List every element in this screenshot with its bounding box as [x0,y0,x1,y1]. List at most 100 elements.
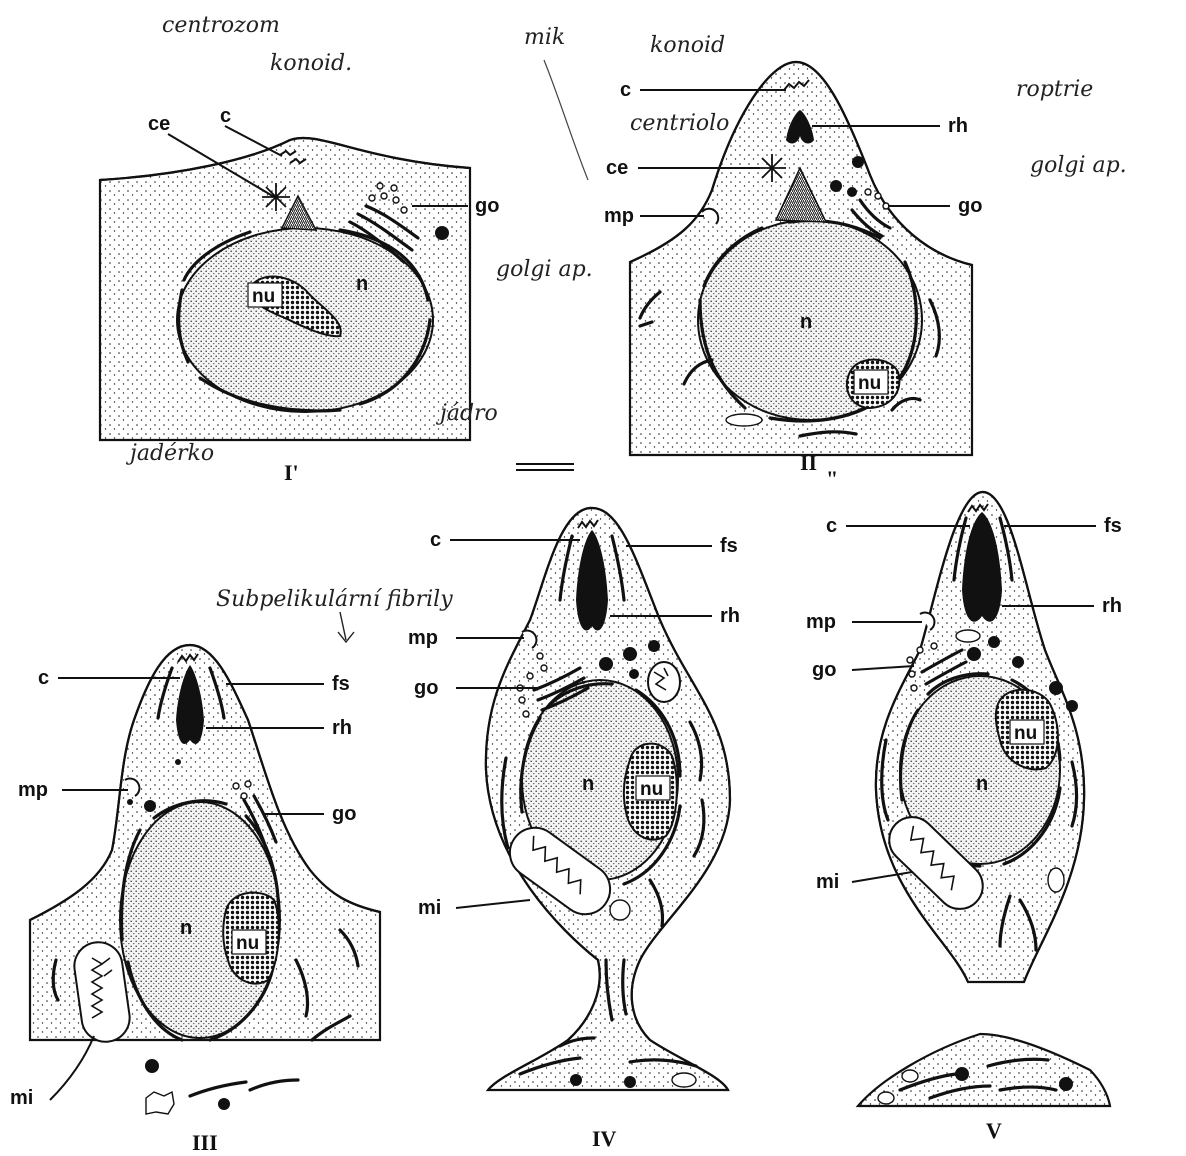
panel-II-dense-granule [852,156,864,168]
panel-III-er [250,1080,298,1090]
panel-V-leader-go [852,666,914,670]
panel-IV-label-rh: rh [720,605,740,627]
stray-mark: mik [524,25,565,50]
panel-V-roman: V [986,1118,1002,1143]
panel-IV-roman: IV [592,1126,617,1151]
panel-II-roman-note: " [826,466,838,491]
panel-I-hand-centrozom: centrozom [162,13,280,38]
panel-II-centriole-icon [758,154,786,182]
panel-II-dense-granule [847,187,857,197]
panel-V-vesicle [878,1092,894,1104]
panel-V-dense-granule [1049,681,1063,695]
panel-I-label-ce: ce [148,113,170,135]
panel-V-dense-granule [1066,700,1078,712]
panel-II-hand-roptrie: roptrie [1016,77,1093,102]
panel-III-dense-granule [175,759,181,765]
panel-II-label-nu: nu [858,373,881,394]
panel-III-hand-arrow [338,612,354,642]
panel-III-label-c: c [38,667,49,689]
panel-II-label-rh: rh [948,115,968,137]
panel-V-vesicle [1048,868,1064,892]
panel-IV-vesicle [672,1073,696,1087]
panel-III-dense-granule [218,1098,230,1110]
panel-I-hand-jadro: jádro [435,401,498,426]
panel-III-label-mp: mp [18,779,48,801]
panel-II-hand-golgi: golgi ap. [1030,153,1127,178]
panel-II: nu n c [604,33,1127,491]
panel-V-lower-fragment [858,1034,1110,1106]
panel-III-er [190,1082,246,1096]
panel-III-label-fs: fs [332,673,350,695]
panel-III-label-mi: mi [10,1087,33,1109]
panel-V-label-go: go [812,659,836,681]
panel-IV-leader-mi [456,900,530,908]
panel-IV-label-mi: mi [418,897,441,919]
panel-V: nu n c f [806,492,1122,1143]
panel-V-dense-granule [988,636,1000,648]
panel-V-label-nu: nu [1014,723,1037,744]
panel-III-leader-mi [50,1036,94,1100]
panel-IV-dense-granule [570,1074,582,1086]
panel-IV-label-go: go [414,677,438,699]
panel-V-label-mi: mi [816,871,839,893]
panel-I-label-go: go [475,195,499,217]
panel-V-label-n: n [976,773,988,795]
panel-II-label-go: go [958,195,982,217]
panel-V-label-fs: fs [1104,515,1122,537]
panel-IV-dense-granule [623,647,637,661]
panel-II-label-n: n [800,311,812,333]
panel-III-label-n: n [180,917,192,939]
panel-IV-dense-granule [599,657,613,671]
panel-V-dense-granule [967,647,981,661]
panel-I-label-c: c [220,105,231,127]
panel-III-label-nu: nu [236,933,259,954]
panel-IV-dense-granule [648,640,660,652]
panel-V-dense-granule [955,1067,969,1081]
panel-II-hand-konoid: konoid [650,33,725,58]
panel-V-label-mp: mp [806,611,836,633]
panel-V-label-rh: rh [1102,595,1122,617]
panel-II-vesicle [726,414,762,426]
panel-III-roman: III [192,1130,218,1155]
panel-III-dense-granule [145,1059,159,1073]
panel-I-dense-granule [435,226,449,240]
panel-III-label-go: go [332,803,356,825]
panel-IV-label-mp: mp [408,627,438,649]
stray-stroke [544,60,588,180]
panel-II-label-ce: ce [606,157,628,179]
panel-IV-label-nu: nu [640,779,663,800]
panel-III: nu n c fs rh mp go [10,587,453,1155]
panel-II-label-c: c [620,79,631,101]
panel-III-label-rh: rh [332,717,352,739]
panel-IV-dense-granule [624,1076,636,1088]
panel-IV-label-fs: fs [720,535,738,557]
panel-I-hand-jaderko: jadérko [125,441,214,466]
panel-I: nu n ce c go I' centrozom [100,13,593,485]
panel-I-label-n: n [356,273,368,295]
panel-V-vesicle [902,1070,918,1082]
panel-II-hand-centriolo: centriolo [630,111,729,136]
panel-IV-label-c: c [430,529,441,551]
panel-V-dense-granule [1059,1077,1073,1091]
panel-I-label-nu: nu [252,286,275,307]
panel-II-dense-granule [830,180,842,192]
panel-II-label-mp: mp [604,205,634,227]
panel-II-roman: II [800,450,817,475]
panel-V-dense-granule [1012,656,1024,668]
panel-III-vacuole [146,1092,174,1114]
panel-III-hand-fibrily: Subpelikulární fibrily [216,587,453,612]
panel-I-roman: I' [284,460,299,485]
panel-IV-label-n: n [582,773,594,795]
panel-IV-vesicle [610,900,630,920]
center-double-rule [516,464,574,470]
panel-III-dense-granule [127,799,133,805]
panel-I-leader-c [225,126,282,156]
panel-V-vesicle [956,630,980,642]
panel-I-hand-golgi: golgi ap. [496,257,593,282]
panel-IV: nu n c [408,508,740,1151]
panel-I-hand-konoid: konoid. [270,51,352,76]
panel-V-label-c: c [826,515,837,537]
panel-III-dense-granule [144,800,156,812]
panel-IV-dense-granule [629,669,639,679]
